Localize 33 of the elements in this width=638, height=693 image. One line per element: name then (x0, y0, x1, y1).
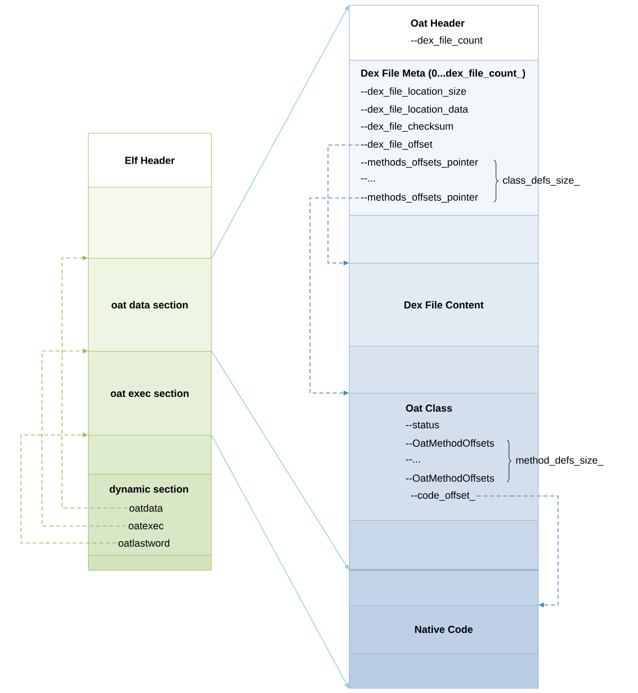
pointer-arrow (42, 348, 128, 526)
projection-arrow (211, 434, 349, 688)
field-label: oatdata (130, 504, 163, 512)
pointer-arrow (328, 144, 360, 266)
pointer-arrow (62, 256, 128, 508)
pointer-arrow (476, 496, 558, 608)
section-box: Dex File Content (349, 263, 539, 347)
section-box (349, 215, 539, 264)
field-label: oatlastword (118, 539, 170, 547)
brace-label: class_defs_size_ (503, 176, 580, 186)
section-box (88, 187, 212, 259)
section-box: oat exec section (88, 351, 212, 436)
pointer-arrow (310, 198, 360, 396)
section-box (88, 435, 212, 475)
section-box: Elf Header (88, 133, 212, 188)
section-box (349, 570, 539, 606)
field-label: --code_offset_ (411, 491, 476, 501)
projection-arrow (211, 350, 349, 570)
field-label: --... (361, 178, 375, 182)
section-box (88, 555, 212, 571)
field-label: --methods_offsets_pointer (361, 193, 478, 203)
pointer-arrow (20, 432, 117, 544)
section-box: Native Code (349, 605, 539, 654)
section-box: oat data section (88, 258, 212, 352)
field-label: --methods_offsets_pointer (361, 158, 478, 168)
projection-arrow (211, 5, 349, 258)
section-box (349, 346, 539, 394)
field-label: --dex_file_offset (361, 140, 432, 150)
section-box: Oat Header --dex_file_count (349, 5, 539, 61)
field-label: oatexec (128, 522, 164, 530)
section-box (349, 520, 539, 571)
brace-label: method_defs_size_ (516, 456, 604, 466)
section-box (349, 653, 539, 689)
